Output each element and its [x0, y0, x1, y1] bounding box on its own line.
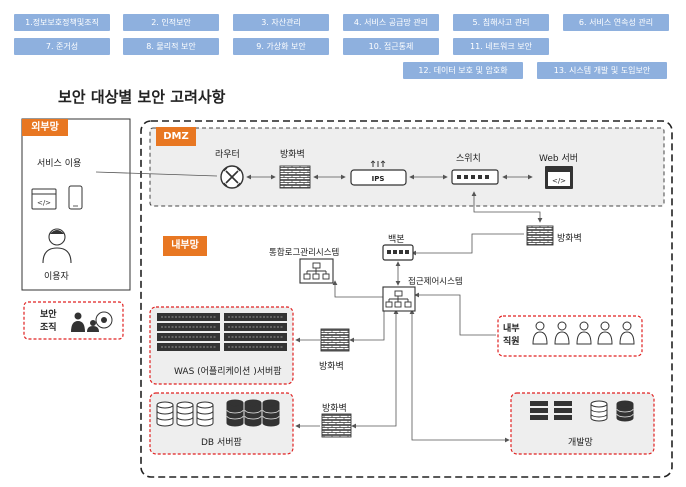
dev-db-icon [590, 400, 634, 422]
backbone-icon [382, 244, 414, 261]
internal-network-box [140, 120, 673, 478]
security-org-label-1: 보안 [40, 310, 57, 320]
firewall-icon-right [526, 225, 554, 246]
line-ac-log [332, 280, 384, 298]
line-ac-dev [409, 309, 510, 443]
log-system-label: 통합로그관리시스템 [269, 248, 340, 258]
security-org-label-2: 조직 [40, 323, 57, 333]
tab-policy[interactable]: 1.정보보호정책및조직 [14, 14, 110, 31]
dev-server-icon [530, 401, 572, 420]
web-server-icon: </> [545, 166, 573, 189]
tab-network[interactable]: 11. 네트워크 보안 [453, 38, 549, 55]
tab-compliance[interactable]: 7. 준거성 [14, 38, 110, 55]
page-title: 보안 대상별 보안 고려사항 [58, 88, 226, 106]
tab-access[interactable]: 10. 접근통제 [343, 38, 439, 55]
tab-continuity[interactable]: 6. 서비스 연속성 관리 [563, 14, 669, 31]
access-control-label: 접근제어시스템 [408, 277, 463, 287]
line-fw-backbone [411, 233, 524, 256]
security-staff-icon [71, 311, 113, 332]
staff-label-1: 내부 [503, 324, 520, 334]
line-ac-fwdb [351, 309, 399, 429]
svg-text:</>: </> [552, 177, 566, 185]
ips-icon: IPS [350, 160, 407, 186]
browser-icon: </> [31, 188, 57, 210]
was-server-rack-icon [157, 313, 287, 351]
tab-incident[interactable]: 5. 침해사고 관리 [453, 14, 549, 31]
firewall-icon-dmz [279, 165, 311, 189]
switch-icon [451, 169, 499, 185]
staff-box [497, 315, 643, 357]
svg-text:</>: </> [37, 199, 51, 207]
line-switch-fw [471, 191, 543, 223]
user-icon [42, 228, 72, 264]
service-use-label: 서비스 이용 [37, 159, 82, 169]
webserver-label: Web 서버 [539, 154, 579, 164]
router-label: 라우터 [215, 150, 240, 160]
tab-asset[interactable]: 3. 자산관리 [233, 14, 329, 31]
backbone-label: 백본 [388, 235, 405, 245]
access-control-icon [382, 286, 416, 312]
dmz-box [149, 127, 665, 207]
tab-physical[interactable]: 8. 물리적 보안 [123, 38, 219, 55]
db-cylinders-dark-icon [226, 399, 280, 427]
staff-label-2: 직원 [503, 337, 520, 347]
tab-data-protection[interactable]: 12. 데이터 보호 및 암호화 [403, 62, 523, 79]
log-system-icon [299, 258, 334, 284]
line-ac-fwwas [349, 305, 385, 343]
line-ac-staff [414, 292, 496, 336]
tab-supply-chain[interactable]: 4. 서비스 공급망 관리 [343, 14, 439, 31]
firewall-dmz-label: 방화벽 [280, 150, 305, 160]
tab-virtualization[interactable]: 9. 가상화 보안 [233, 38, 329, 55]
dev-net-label: 개발망 [568, 438, 593, 448]
tab-dev-security[interactable]: 13. 시스템 개발 및 도입보안 [537, 62, 667, 79]
internal-network-tag: 내부망 [163, 236, 207, 256]
line-external-router [95, 171, 218, 177]
was-farm-label: WAS (어플리케이션 )서버팜 [174, 367, 282, 377]
router-icon [220, 165, 244, 189]
firewall-right-label: 방화벽 [557, 234, 582, 244]
phone-icon [68, 185, 83, 210]
switch-label: 스위치 [456, 154, 481, 164]
staff-people-icon [532, 321, 635, 345]
firewall-db-label: 방화벽 [322, 404, 347, 414]
firewall-icon-db [321, 413, 352, 438]
external-network-tag: 외부망 [22, 119, 68, 136]
firewall-icon-was [320, 328, 350, 352]
db-farm-label: DB 서버팜 [201, 438, 242, 448]
user-label: 이용자 [44, 272, 69, 282]
tab-hr-security[interactable]: 2. 인적보안 [123, 14, 219, 31]
firewall-was-label: 방화벽 [319, 362, 344, 372]
db-cylinders-icon [156, 401, 214, 427]
dmz-tag: DMZ [156, 127, 196, 146]
svg-text:IPS: IPS [372, 175, 385, 183]
